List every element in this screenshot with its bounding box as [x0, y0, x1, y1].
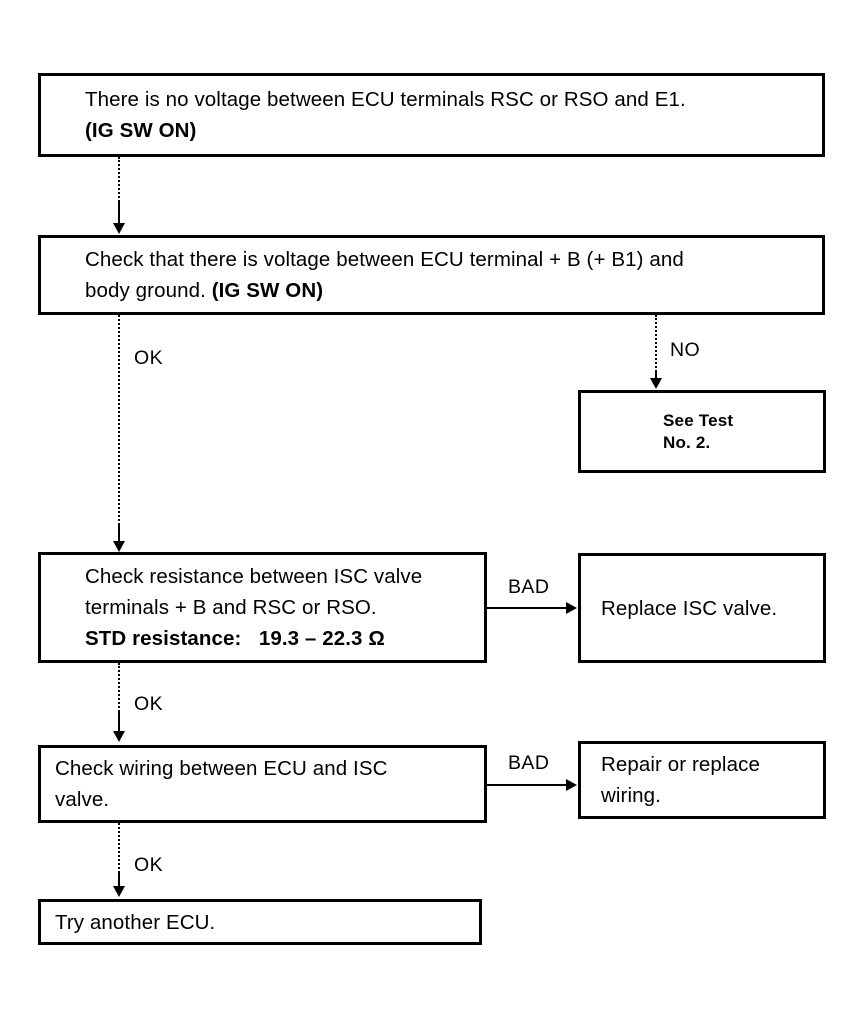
connector-bad-to-replace-isc-valve: [487, 607, 567, 609]
arrowhead-down-3: [650, 378, 662, 389]
arrowhead-down-5: [113, 886, 125, 897]
node-replace-isc-valve: Replace ISC valve.: [578, 553, 826, 663]
edge-label-bad-2: BAD: [508, 752, 550, 774]
node-check-resistance-line-2: terminals + B and RSC or RSO.: [85, 596, 377, 619]
connector-ok-to-try-another-ecu: [118, 823, 120, 877]
connector-ok-to-check-resistance-solid: [118, 525, 120, 545]
node-symptom: There is no voltage between ECU terminal…: [38, 73, 825, 157]
connector-symptom-to-check-voltage-solid: [118, 200, 120, 224]
node-check-resistance: Check resistance between ISC valve termi…: [38, 552, 487, 663]
edge-label-no-1: NO: [670, 339, 701, 361]
edge-label-ok-3: OK: [134, 854, 163, 876]
node-check-voltage-b-line-2-bold: (IG SW ON): [211, 279, 324, 302]
connector-bad-to-repair-wiring: [487, 784, 567, 786]
node-check-resistance-spec: STD resistance: 19.3 – 22.3 Ω: [85, 627, 385, 650]
edge-label-ok-1: OK: [134, 347, 163, 369]
node-check-voltage-b-line-2-text: body ground.: [85, 279, 212, 302]
node-check-wiring: Check wiring between ECU and ISC valve.: [38, 745, 487, 823]
node-try-another-ecu: Try another ECU.: [38, 899, 482, 945]
edge-label-bad-1: BAD: [508, 576, 550, 598]
connector-ok-to-try-another-ecu-solid: [118, 872, 120, 887]
node-repair-wiring-line-1: Repair or replace: [601, 753, 760, 776]
node-replace-isc-valve-line-1: Replace ISC valve.: [601, 596, 778, 620]
arrowhead-right-1: [566, 602, 577, 614]
node-see-test-2-line-1: See Test: [663, 410, 734, 430]
node-check-wiring-line-1: Check wiring between ECU and ISC: [55, 757, 388, 780]
node-check-voltage-b: Check that there is voltage between ECU …: [38, 235, 825, 315]
node-see-test-2: See Test No. 2.: [578, 390, 826, 473]
connector-no-to-see-test: [655, 315, 657, 375]
connector-ok-to-check-wiring-solid: [118, 710, 120, 732]
node-symptom-line-1: There is no voltage between ECU terminal…: [85, 88, 686, 111]
connector-ok-to-check-wiring: [118, 663, 120, 715]
connector-symptom-to-check-voltage: [118, 157, 120, 205]
arrowhead-down-2: [113, 541, 125, 552]
node-try-another-ecu-line-1: Try another ECU.: [55, 910, 216, 934]
node-check-resistance-line-1: Check resistance between ISC valve: [85, 565, 423, 588]
node-repair-wiring: Repair or replace wiring.: [578, 741, 826, 819]
connector-ok-to-check-resistance: [118, 315, 120, 529]
node-see-test-2-line-2: No. 2.: [663, 432, 711, 452]
node-check-voltage-b-line-1: Check that there is voltage between ECU …: [85, 248, 684, 271]
node-symptom-line-2: (IG SW ON): [85, 119, 197, 142]
node-repair-wiring-line-2: wiring.: [601, 784, 661, 807]
arrowhead-down-1: [113, 223, 125, 234]
edge-label-ok-2: OK: [134, 693, 163, 715]
connector-no-to-see-test-solid: [655, 370, 657, 379]
node-check-voltage-b-line-2: body ground. (IG SW ON): [41, 275, 822, 306]
arrowhead-right-2: [566, 779, 577, 791]
node-check-wiring-line-2: valve.: [55, 788, 110, 811]
arrowhead-down-4: [113, 731, 125, 742]
